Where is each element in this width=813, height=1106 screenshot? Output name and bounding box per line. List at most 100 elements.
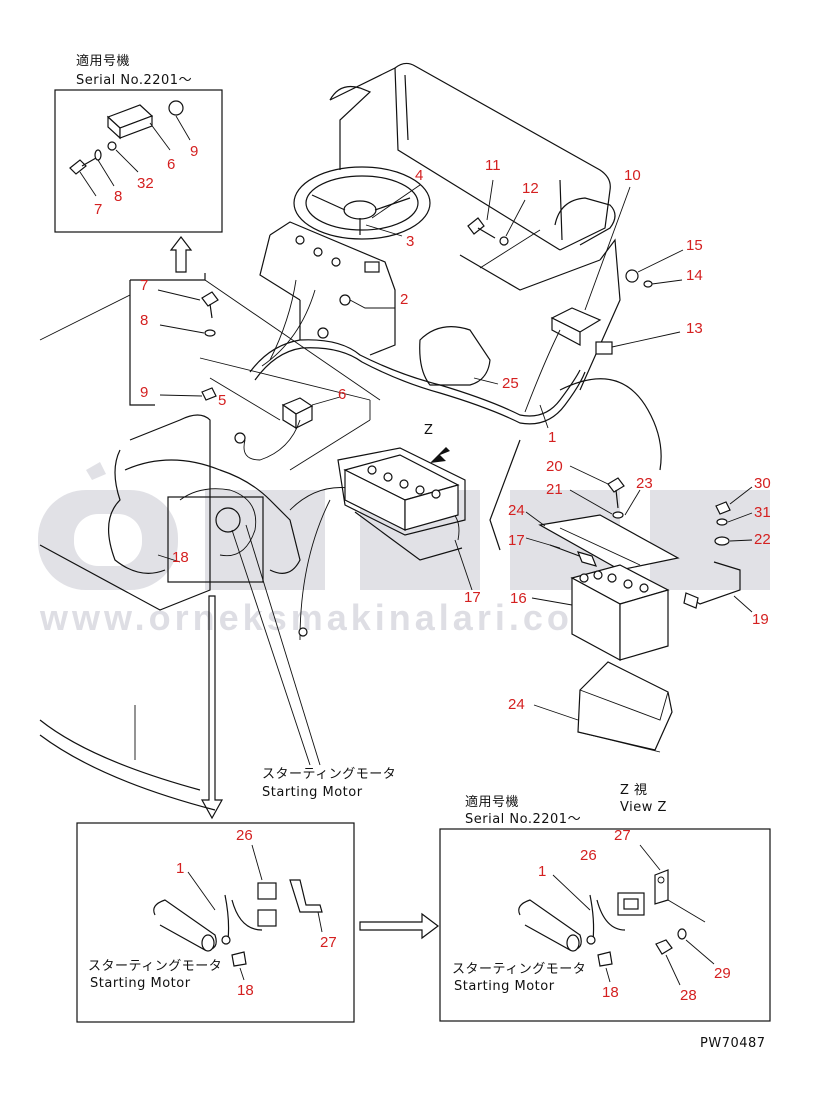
engine: 18 [39, 414, 301, 811]
callout-27: 27 [614, 827, 631, 844]
callout-16: 16 [510, 590, 527, 607]
callout-3: 3 [406, 233, 414, 250]
bolt-icon [467, 217, 485, 235]
switch-icon [331, 257, 341, 267]
nut-icon [625, 269, 639, 283]
callout-1: 1 [538, 863, 546, 880]
washer-icon [714, 536, 730, 546]
bracket-detail: 7 8 9 5 6 [39, 273, 381, 471]
spring-washer-icon [716, 518, 728, 526]
steering-hub [343, 200, 377, 220]
armrest-left [329, 85, 372, 170]
callout-17: 17 [508, 532, 525, 549]
relay-icon [257, 882, 277, 900]
starting-motor-caption-jp: スターティングモータ [262, 767, 396, 782]
callout-29: 29 [714, 965, 731, 982]
callout-24: 24 [508, 502, 525, 519]
bracket-icon [289, 879, 323, 913]
washer-icon [677, 928, 687, 940]
terminal-icon [298, 627, 308, 637]
watermark-letter-r [205, 490, 325, 590]
connector-icon [364, 261, 380, 273]
view-z-caption-jp: Z 視 [620, 783, 648, 798]
view-z-exploded: 20 21 23 30 31 22 17 24 16 [508, 458, 771, 815]
washer-icon [643, 280, 653, 288]
callout-14: 14 [686, 267, 703, 284]
callout-1: 1 [176, 860, 184, 877]
callout-30: 30 [754, 475, 771, 492]
inset-bottom-left: 26 1 27 18 スターティングモータ Starting Motor [76, 822, 355, 1023]
callout-6: 6 [338, 386, 346, 403]
bolt-head-icon [69, 159, 87, 175]
callout-4: 4 [415, 167, 423, 184]
inset-top-left: 適用号機 Serial No.2201～ 9 6 32 8 7 [54, 53, 223, 233]
up-arrow-icon [169, 236, 193, 273]
spring-washer-icon [94, 149, 102, 161]
callout-12: 12 [522, 180, 539, 197]
watermark-url: www.orneksmakinalari.com.tr [39, 597, 657, 638]
starting-motor-caption-en: Starting Motor [262, 785, 363, 800]
battery-main: Z 17 [337, 423, 481, 606]
switch-icon [313, 247, 323, 257]
callout-15: 15 [686, 237, 703, 254]
washer-icon [204, 329, 216, 337]
callout-18: 18 [172, 549, 189, 566]
down-arrow-icon [200, 595, 224, 820]
figure-code: PW70487 [700, 1036, 766, 1051]
switch-icon [339, 294, 351, 306]
bolt-icon [607, 477, 625, 493]
callout-26: 26 [580, 847, 597, 864]
right-arrow-icon [359, 912, 439, 940]
seat-back [329, 62, 611, 251]
callout-23: 23 [636, 475, 653, 492]
inset-br-caption-jp: 適用号機 [465, 794, 519, 810]
starting-motor-icon [215, 507, 241, 533]
machine-body: 4 3 2 11 12 10 15 14 13 25 1 [259, 62, 703, 551]
hold-down-plate [538, 514, 680, 571]
callout-10: 10 [624, 167, 641, 184]
inset-tl-caption-jp: 適用号機 [76, 53, 130, 69]
connector-icon [234, 432, 246, 444]
callout-8: 8 [114, 188, 122, 205]
watermark-accent [86, 462, 106, 480]
switch-icon [317, 327, 329, 339]
inset-tl-frame [54, 89, 223, 233]
washer-icon [107, 141, 117, 151]
bolt-icon [597, 951, 613, 967]
inset-bottom-right: 適用号機 Serial No.2201～ 27 26 1 29 28 18 スタ… [439, 794, 771, 1022]
callout-18: 18 [602, 984, 619, 1001]
callout-9: 9 [190, 143, 198, 160]
nut-icon [715, 501, 731, 515]
callout-7: 7 [140, 277, 148, 294]
washer-icon [612, 511, 624, 519]
br-starting-motor-caption-en: Starting Motor [454, 979, 555, 994]
callout-7: 7 [94, 201, 102, 218]
inset-bl-frame [76, 822, 355, 1023]
callout-6: 6 [167, 156, 175, 173]
callout-21: 21 [546, 481, 563, 498]
inset-tl-caption-serial: Serial No.2201～ [76, 73, 192, 88]
bolt-icon [201, 291, 219, 307]
console [269, 221, 396, 356]
callout-1: 1 [548, 429, 556, 446]
callout-26: 26 [236, 827, 253, 844]
callout-24: 24 [508, 696, 525, 713]
wiring-harness [234, 279, 586, 641]
callout-5: 5 [218, 392, 226, 409]
bracket-icon [654, 869, 669, 905]
callout-19: 19 [752, 611, 769, 628]
callout-13: 13 [686, 320, 703, 337]
view-z-caption-en: View Z [620, 800, 667, 815]
callout-28: 28 [680, 987, 697, 1004]
callout-2: 2 [400, 291, 408, 308]
callout-17: 17 [464, 589, 481, 606]
callout-9: 9 [140, 384, 148, 401]
nut-icon [655, 939, 673, 955]
nut-icon [168, 100, 184, 116]
switch-icon [595, 341, 613, 355]
callout-8: 8 [140, 312, 148, 329]
armrest-right [554, 197, 616, 246]
inset-br-caption-serial: Serial No.2201～ [465, 812, 581, 827]
callout-31: 31 [754, 504, 771, 521]
